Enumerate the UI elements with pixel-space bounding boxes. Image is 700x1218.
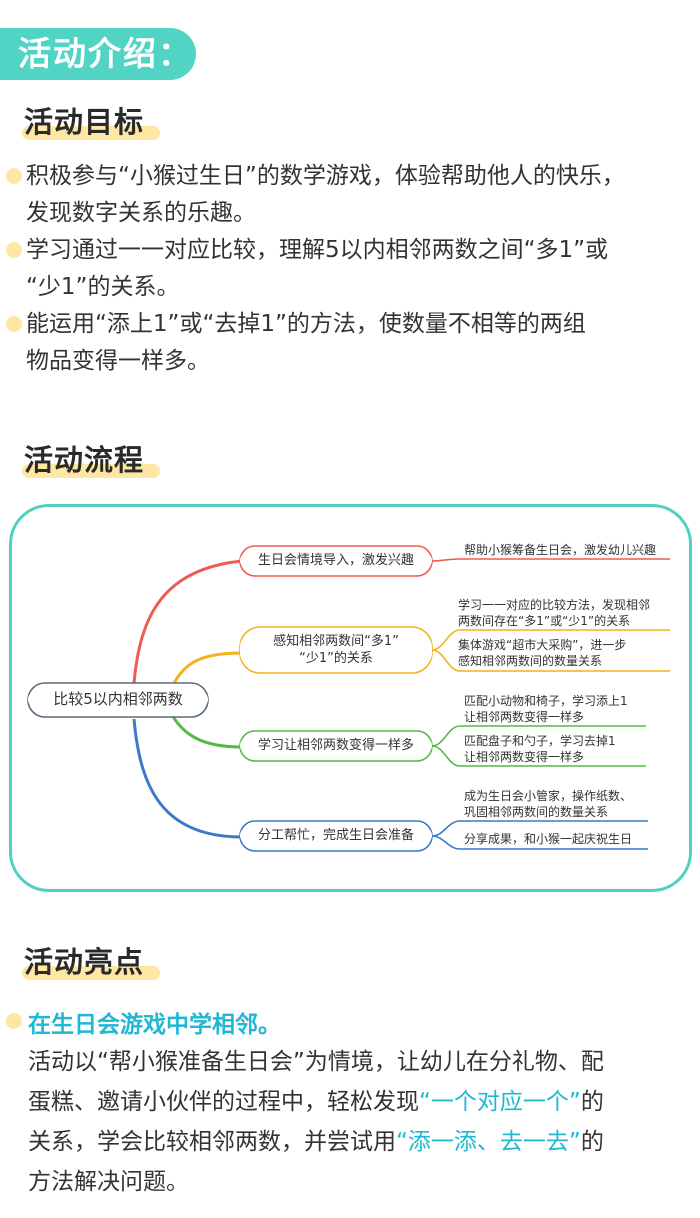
accent-text: “一个对应一个” — [419, 1089, 581, 1115]
body-line: 关系，学会比较相邻两数，并尝试用“添一添、去一去”的 — [28, 1129, 604, 1155]
goal-line: 积极参与“小猴过生日”的数学游戏，体验帮助他人的快乐， — [26, 163, 625, 189]
leaf-node: 分享成果，和小猴一起庆祝生日 — [464, 832, 633, 846]
goals-list: 积极参与“小猴过生日”的数学游戏，体验帮助他人的快乐， 发现数字关系的乐趣。 学… — [6, 158, 696, 380]
bullet-dot-icon — [6, 168, 22, 184]
leaf-node: 匹配盘子和勺子，学习去掉1 让相邻两数变得一样多 — [464, 734, 616, 764]
connector-blue — [132, 718, 243, 839]
highlights-heading-text: 活动亮点 — [24, 945, 145, 979]
root-node: 比较5以内相邻两数 — [28, 691, 208, 708]
flow-heading-text: 活动流程 — [24, 443, 145, 477]
goal-line: 学习通过一一对应比较，理解5以内相邻两数之间“多1”或 — [26, 237, 609, 263]
branch-node-2: 感知相邻两数间“多1” “少1”的关系 — [240, 633, 432, 667]
heading-highlight — [22, 966, 160, 980]
flow-heading: 活动流程 — [22, 440, 160, 480]
bullet-dot-icon — [6, 1013, 22, 1029]
leaf-node: 集体游戏“超市大采购”，进一步 感知相邻两数间的数量关系 — [458, 638, 627, 668]
goal-item: 积极参与“小猴过生日”的数学游戏，体验帮助他人的快乐， 发现数字关系的乐趣。 — [6, 158, 696, 232]
branch-node-3: 学习让相邻两数变得一样多 — [240, 737, 432, 754]
bullet-dot-icon — [6, 242, 22, 258]
highlight-title: 在生日会游戏中学相邻。 — [28, 1012, 281, 1038]
bullet-dot-icon — [6, 316, 22, 332]
body-line: 蛋糕、邀请小伙伴的过程中，轻松发现“一个对应一个”的 — [28, 1089, 604, 1115]
goal-item: 能运用“添上1”或“去掉1”的方法，使数量不相等的两组 物品变得一样多。 — [6, 306, 696, 380]
branch-node-4: 分工帮忙，完成生日会准备 — [240, 827, 432, 844]
leaf-node: 成为生日会小管家，操作纸数、 巩固相邻两数间的数量关系 — [464, 789, 633, 819]
goals-heading: 活动目标 — [22, 102, 160, 142]
leaf-node: 学习一一对应的比较方法，发现相邻 两数间存在“多1”或“少1”的关系 — [458, 598, 651, 628]
branch-line: “少1”的关系 — [299, 651, 373, 666]
body-line: 活动以“帮小猴准备生日会”为情境，让幼儿在分礼物、配 — [28, 1049, 604, 1075]
highlight-body: 活动以“帮小猴准备生日会”为情境，让幼儿在分礼物、配 蛋糕、邀请小伙伴的过程中，… — [28, 1042, 692, 1202]
leaf-node: 匹配小动物和椅子，学习添上1 让相邻两数变得一样多 — [464, 694, 628, 724]
connector-yellow — [170, 651, 243, 688]
goal-line: “少1”的关系。 — [26, 274, 180, 300]
goal-item: 学习通过一一对应比较，理解5以内相邻两数之间“多1”或 “少1”的关系。 — [6, 232, 696, 306]
goal-line: 发现数字关系的乐趣。 — [26, 200, 256, 226]
branch-line: 感知相邻两数间“多1” — [273, 634, 399, 649]
body-line: 方法解决问题。 — [28, 1169, 189, 1195]
branch-node-1: 生日会情境导入，激发兴趣 — [240, 552, 432, 569]
leaf-node: 帮助小猴筹备生日会，激发幼儿兴趣 — [464, 543, 657, 557]
accent-text: “添一添、去一去” — [396, 1129, 581, 1155]
goal-line: 物品变得一样多。 — [26, 348, 210, 374]
goal-line: 能运用“添上1”或“去掉1”的方法，使数量不相等的两组 — [26, 311, 586, 337]
highlights-heading: 活动亮点 — [22, 942, 160, 982]
goals-heading-text: 活动目标 — [24, 105, 145, 139]
connector-green — [170, 714, 243, 749]
connector-red — [132, 559, 243, 684]
intro-banner: 活动介绍： — [0, 28, 196, 80]
heading-highlight — [22, 464, 160, 478]
heading-highlight — [22, 126, 160, 140]
mindmap: 比较5以内相邻两数 生日会情境导入，激发兴趣 感知相邻两数间“多1” “少1”的… — [9, 504, 692, 892]
